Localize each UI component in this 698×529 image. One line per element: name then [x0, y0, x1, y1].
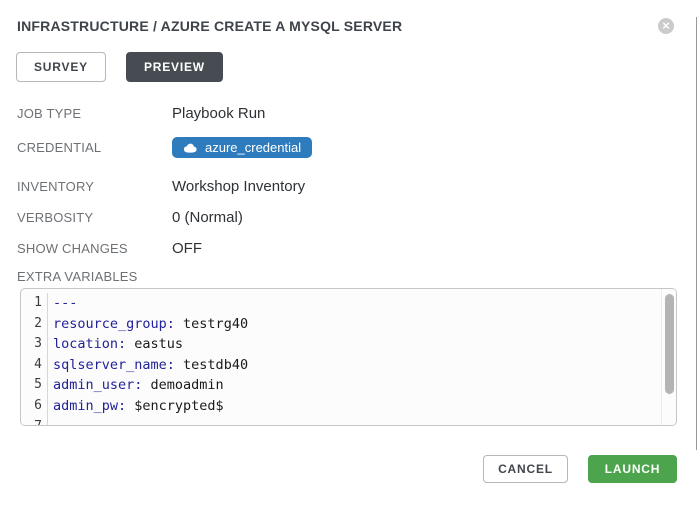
line-number: 7 — [21, 416, 48, 425]
line-number: 4 — [21, 354, 48, 376]
yaml-value: testrg40 — [174, 315, 249, 332]
code-line: 2 resource_group: testrg40 — [21, 313, 676, 335]
show-changes-value: OFF — [172, 239, 202, 257]
modal-right-border — [696, 17, 697, 450]
yaml-key: sqlserver_name: — [53, 356, 175, 373]
line-number: 6 — [21, 395, 48, 417]
yaml-key: admin_user: — [53, 377, 143, 394]
code-line: 4 sqlserver_name: testdb40 — [21, 354, 676, 376]
inventory-value: Workshop Inventory — [172, 177, 306, 195]
job-launch-preview-modal: INFRASTRUCTURE / AZURE CREATE A MYSQL SE… — [0, 17, 698, 529]
yaml-key: resource_group: — [53, 315, 175, 332]
line-number: 2 — [21, 313, 48, 335]
modal-title: INFRASTRUCTURE / AZURE CREATE A MYSQL SE… — [17, 18, 403, 34]
line-number: 5 — [21, 375, 48, 396]
tab-bar: SURVEY PREVIEW — [16, 52, 681, 82]
yaml-value: demoadmin — [142, 377, 224, 394]
detail-row-show-changes: SHOW CHANGES OFF — [17, 237, 681, 259]
cancel-button[interactable]: CANCEL — [483, 455, 568, 483]
inventory-label: INVENTORY — [17, 178, 95, 194]
verbosity-value: 0 (Normal) — [172, 208, 243, 226]
job-type-value: Playbook Run — [172, 104, 266, 122]
extra-variables-editor[interactable]: 1 --- 2 resource_group: testrg40 3 locat… — [20, 288, 677, 426]
detail-row-job-type: JOB TYPE Playbook Run — [17, 102, 681, 124]
code-line: 3 location: eastus — [21, 334, 676, 355]
editor-scrollbar[interactable] — [661, 289, 676, 425]
code-line: 6 admin_pw: $encrypted$ — [21, 395, 676, 417]
modal-footer: CANCEL LAUNCH — [17, 455, 677, 483]
yaml-value: eastus — [126, 336, 184, 353]
tab-survey[interactable]: SURVEY — [16, 52, 106, 82]
close-icon[interactable]: × — [658, 18, 674, 34]
detail-row-inventory: INVENTORY Workshop Inventory — [17, 175, 681, 197]
modal-header: INFRASTRUCTURE / AZURE CREATE A MYSQL SE… — [17, 17, 681, 35]
yaml-key: admin_pw: — [53, 397, 127, 414]
detail-row-verbosity: VERBOSITY 0 (Normal) — [17, 206, 681, 228]
credential-badge[interactable]: azure_credential — [172, 137, 313, 158]
line-number: 1 — [21, 293, 48, 314]
job-type-label: JOB TYPE — [17, 105, 82, 121]
cloud-icon — [183, 143, 197, 153]
yaml-key: location: — [53, 336, 127, 353]
credential-label: CREDENTIAL — [17, 140, 102, 155]
line-number: 3 — [21, 334, 48, 355]
yaml-value: testdb40 — [174, 356, 249, 373]
code-line: 7 — [21, 416, 676, 425]
launch-button[interactable]: LAUNCH — [588, 455, 677, 483]
yaml-value: $encrypted$ — [126, 397, 224, 414]
detail-row-credential: CREDENTIAL azure_credential — [17, 137, 681, 158]
show-changes-label: SHOW CHANGES — [17, 240, 128, 256]
editor-scrollbar-thumb[interactable] — [665, 294, 674, 394]
verbosity-label: VERBOSITY — [17, 209, 94, 225]
code-line: 1 --- — [21, 293, 676, 314]
credential-badge-label: azure_credential — [205, 140, 302, 155]
code-line: 5 admin_user: demoadmin — [21, 375, 676, 396]
tab-preview[interactable]: PREVIEW — [125, 52, 223, 82]
yaml-key: --- — [53, 295, 78, 311]
extra-variables-label: EXTRA VARIABLES — [17, 269, 138, 284]
